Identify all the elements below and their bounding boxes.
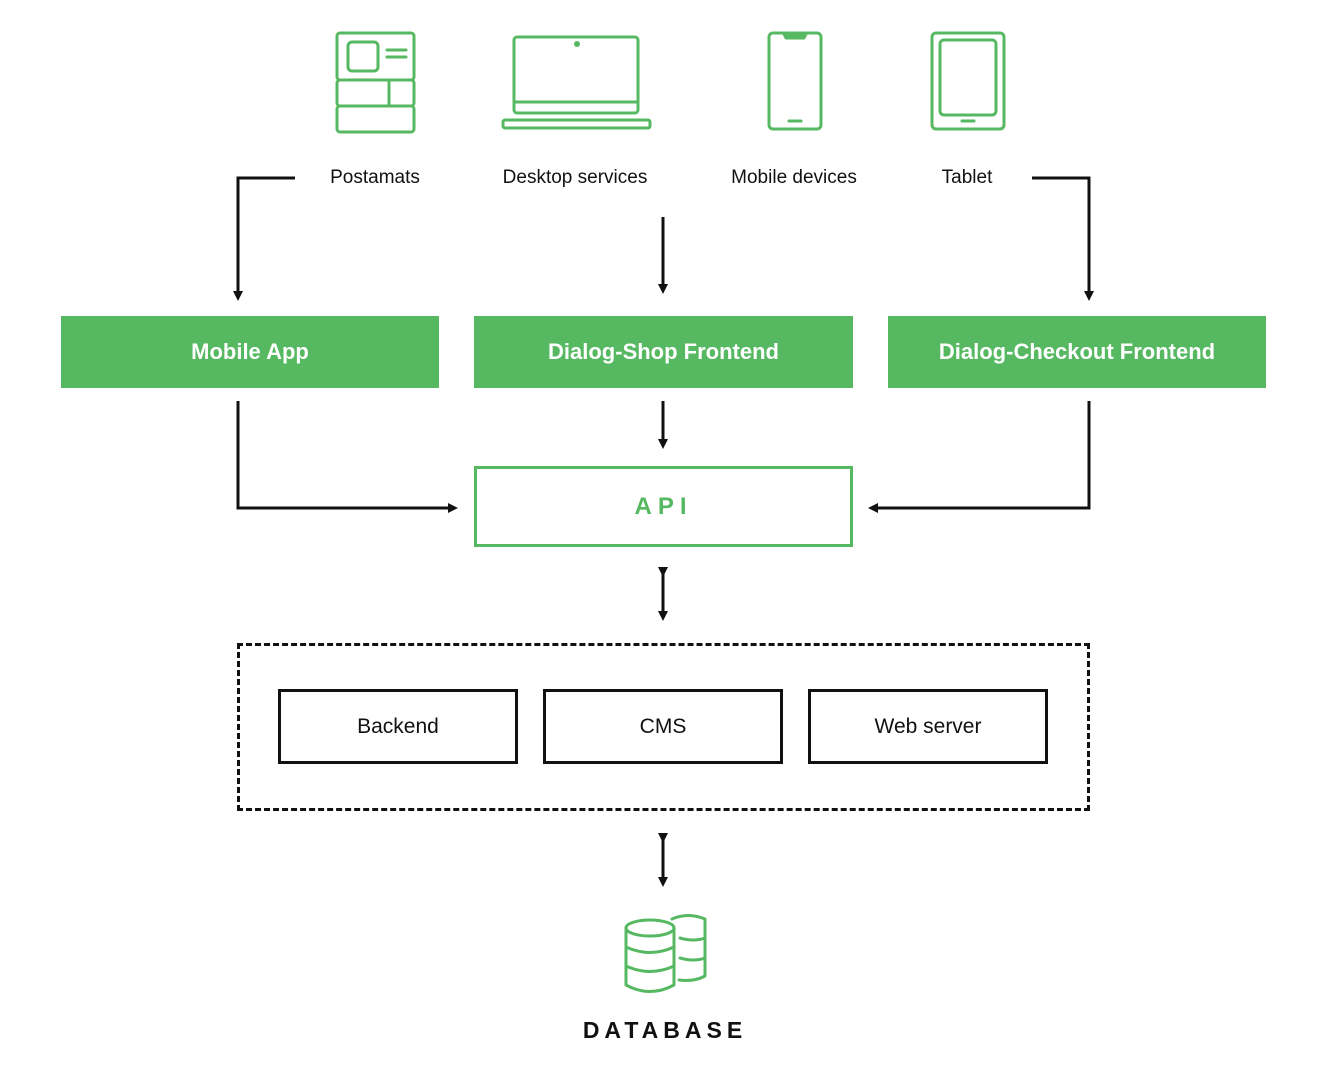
web-server-box: Web server [808,689,1048,764]
tablet-icon [930,31,1006,131]
cms-box: CMS [543,689,783,764]
device-label-desktop: Desktop services [502,167,648,188]
api-label: API [634,492,693,520]
dialog-checkout-frontend-box: Dialog-Checkout Frontend [888,316,1266,388]
dialog-shop-frontend-label: Dialog-Shop Frontend [548,339,779,364]
arrow-checkout-to-api [868,401,1091,513]
smartphone-icon [767,31,823,131]
mobile-app-box: Mobile App [61,316,439,388]
backend-box: Backend [278,689,518,764]
arrow-postamats-to-mobile-app [233,176,295,301]
cms-label: CMS [639,714,687,738]
api-box: API [474,466,853,547]
arrow-mobile-app-to-api [236,401,458,513]
backend-label: Backend [357,714,439,738]
mobile-app-label: Mobile App [191,339,309,364]
laptop-icon [501,35,652,130]
device-label-postamats: Postamats [330,167,420,188]
device-label-mobile: Mobile devices [731,167,857,188]
postamat-icon [335,31,416,134]
dialog-checkout-frontend-label: Dialog-Checkout Frontend [938,339,1216,364]
dialog-shop-frontend-box: Dialog-Shop Frontend [474,316,853,388]
web-server-label: Web server [874,714,982,738]
database-icon [624,914,707,993]
arrow-tablet-to-checkout [1032,176,1094,301]
database-label: DATABASE [582,1017,748,1043]
device-label-tablet: Tablet [941,167,993,188]
services-group [237,643,1090,811]
